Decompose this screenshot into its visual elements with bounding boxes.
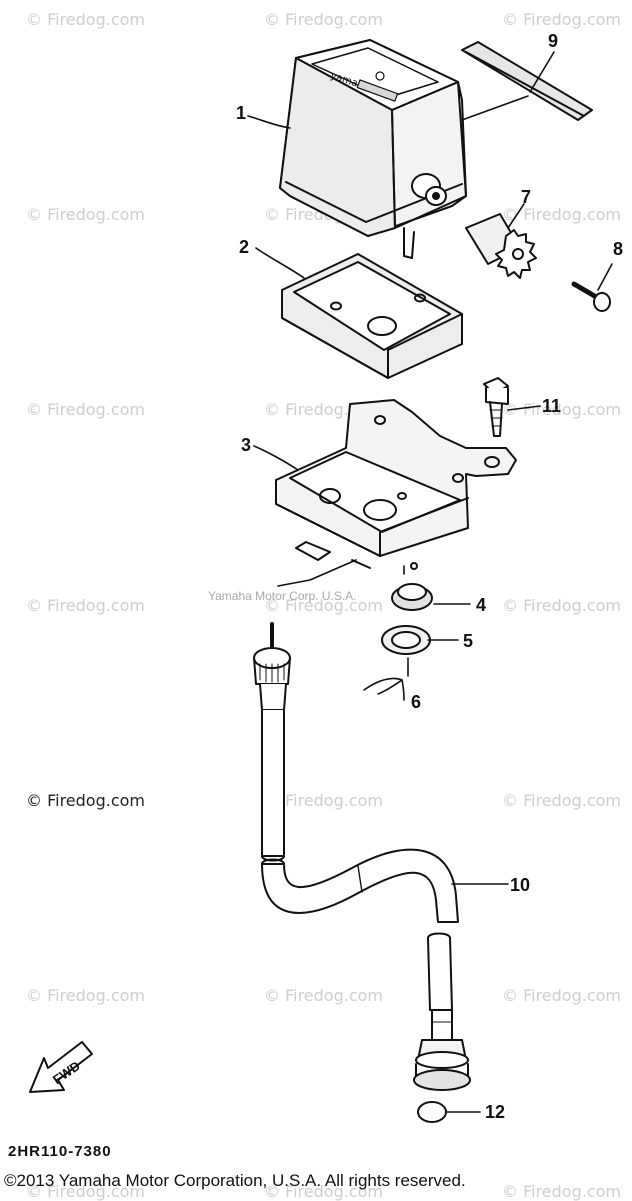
- part-6-clip: [363, 677, 403, 695]
- part-4-grommet: [391, 583, 433, 611]
- watermark: © Firedog.com: [502, 205, 621, 224]
- watermark: © Firedog.com: [502, 791, 621, 810]
- corp-mark: Yamaha Motor Corp. U.S.A.: [208, 589, 357, 603]
- watermark: © Firedog.com: [264, 10, 383, 29]
- part-12-o-ring: [417, 1101, 447, 1123]
- watermark: © Firedog.com: [26, 596, 145, 615]
- callout-6: 6: [411, 692, 422, 712]
- callout-11: 11: [542, 396, 562, 416]
- callout-10: 10: [510, 875, 531, 895]
- watermark: © Firedog.com: [502, 1182, 621, 1201]
- part-9-strip: [461, 41, 593, 121]
- watermark: © Firedog.com: [502, 596, 621, 615]
- part-5-washer: [381, 625, 431, 655]
- callout-9: 9: [548, 31, 559, 51]
- callout-2: 2: [239, 237, 250, 257]
- part-10-cable: [253, 622, 471, 1091]
- watermark: © Firedog.com: [502, 400, 621, 419]
- watermark: © Firedog.com: [502, 10, 621, 29]
- watermark: © Firedog.com: [26, 1182, 145, 1201]
- part-code: 2HR110-7380: [8, 1143, 112, 1160]
- callout-4: 4: [476, 595, 487, 615]
- callout-1: 1: [236, 103, 247, 123]
- leader-lines: [247, 51, 613, 1113]
- watermark: © Firedog.com: [26, 205, 145, 224]
- part-8-screw: [571, 281, 611, 312]
- callout-3: 3: [241, 435, 252, 455]
- watermark: © Firedog.com: [26, 986, 145, 1005]
- part-2-damper: [281, 253, 463, 379]
- watermark: © Firedog.com: [264, 986, 383, 1005]
- part-3-bracket: [275, 399, 517, 570]
- callout-5: 5: [463, 631, 474, 651]
- part-7-drive-gear: [465, 213, 537, 279]
- fwd-arrow: [29, 1041, 93, 1093]
- part-11-bolt: [483, 377, 509, 437]
- callout-7: 7: [521, 187, 532, 207]
- callout-12: 12: [485, 1102, 506, 1122]
- watermark: © Firedog.com: [264, 1182, 383, 1201]
- watermark: © Firedog.com: [26, 10, 145, 29]
- watermark: © Firedog.com: [26, 400, 145, 419]
- part-1-meter-housing: yamaha: [279, 39, 467, 259]
- watermark: © Firedog.com: [502, 986, 621, 1005]
- watermark: © Firedog.com: [264, 596, 383, 615]
- watermark: © Firedog.com: [264, 791, 383, 810]
- watermark: © Firedog.com: [26, 791, 145, 810]
- copyright-notice: ©2013 Yamaha Motor Corporation, U.S.A. A…: [4, 1171, 466, 1190]
- callout-8: 8: [613, 239, 624, 259]
